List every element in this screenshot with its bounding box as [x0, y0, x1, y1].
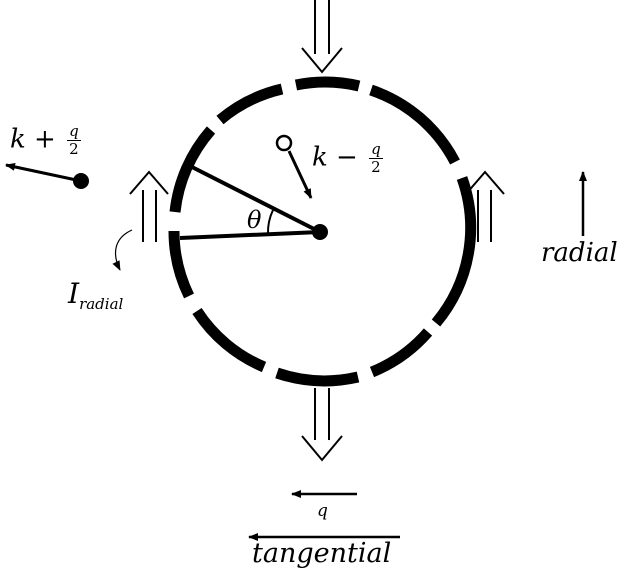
label-tangential: tangential	[252, 538, 392, 569]
loop-segment-top	[294, 76, 361, 92]
label-radial: radial	[541, 238, 618, 268]
k-plus-arrow	[5, 162, 82, 183]
loop-segment-top-left	[216, 83, 284, 125]
loop-segment-top-right	[369, 84, 460, 165]
label-q: q	[317, 501, 328, 521]
i-radial-pointer	[112, 229, 133, 271]
center-vertex	[312, 224, 328, 240]
loop-segment-bottom-right	[369, 328, 433, 378]
double-arrow-left	[129, 170, 169, 242]
k-minus-arrow	[287, 150, 313, 199]
theta-arc	[266, 209, 274, 235]
k-minus-particle	[275, 134, 293, 152]
double-arrow-bottom	[301, 388, 343, 462]
label-theta: θ	[247, 206, 262, 234]
loop-segment-right	[431, 176, 477, 327]
k-plus-particle	[73, 173, 89, 189]
dashed-loop	[168, 76, 477, 387]
loop-segment-bottom-left	[192, 307, 267, 373]
double-arrow-right	[465, 170, 505, 242]
double-arrow-top	[301, 0, 343, 74]
angle-line-lower	[179, 230, 321, 240]
loop-segment-left-upper	[169, 126, 216, 213]
label-i-radial: Iradial	[68, 277, 124, 313]
angle-line-upper	[189, 164, 321, 234]
loop-segment-left-lower	[168, 230, 194, 299]
loop-segment-bottom	[275, 367, 360, 387]
